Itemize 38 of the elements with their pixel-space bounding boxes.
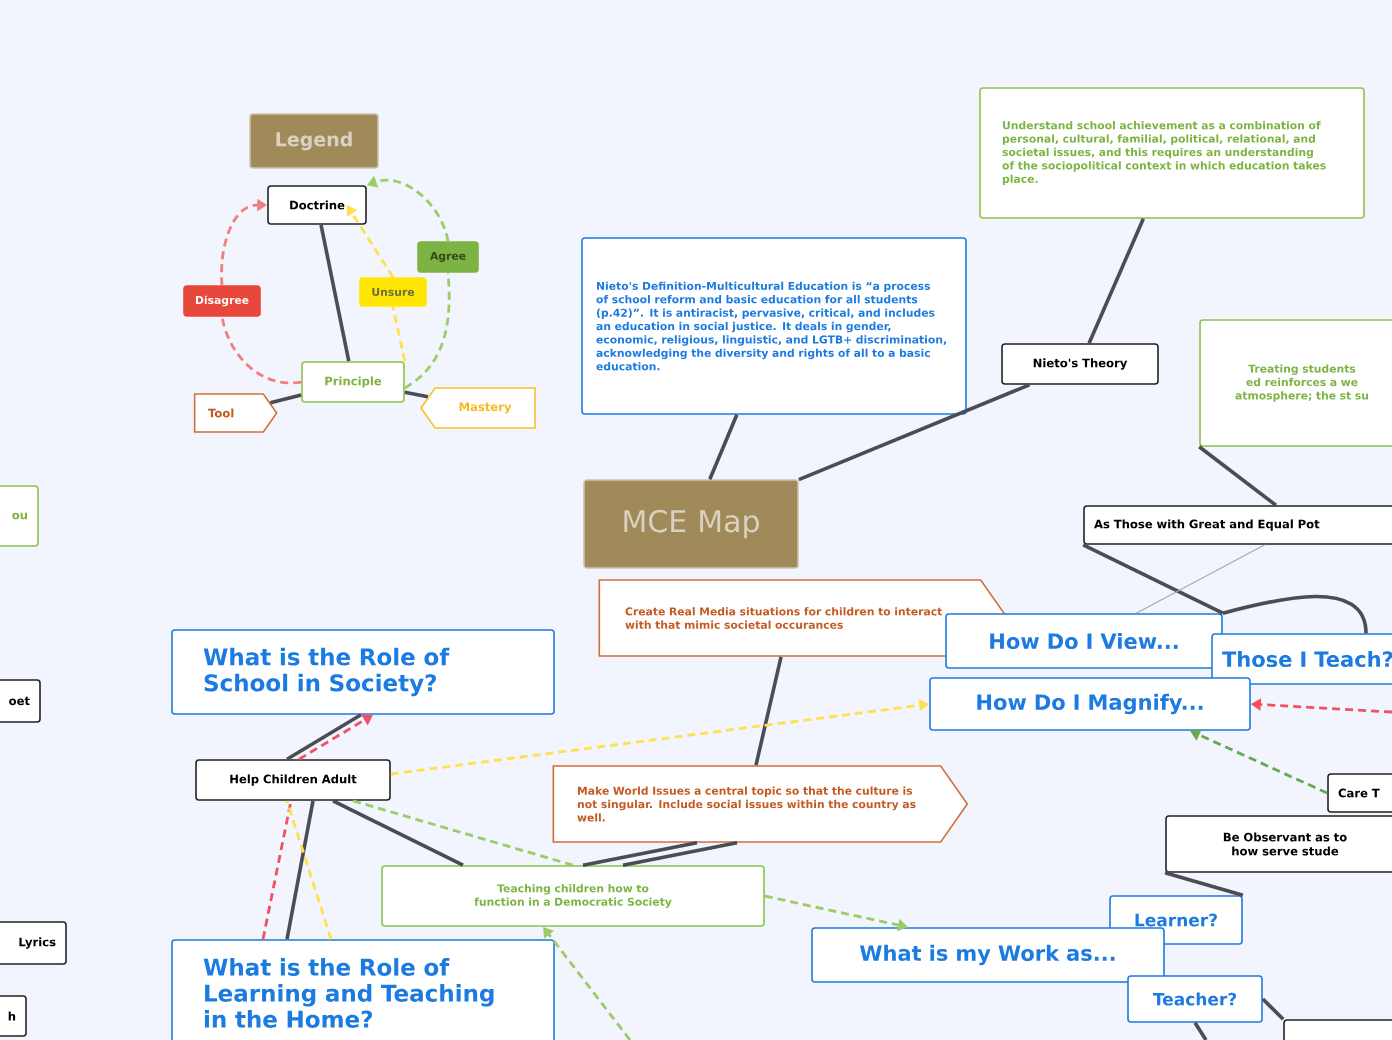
connector-line (1082, 543, 1224, 615)
connector-line (1193, 1021, 1208, 1040)
connector-line (754, 656, 783, 766)
question-box: How Do I Magnify... (929, 677, 1251, 731)
connector-line (286, 713, 362, 761)
title-box: Legend (249, 113, 379, 169)
question-box: How Do I View... (945, 613, 1223, 669)
connector-line (708, 414, 739, 480)
question-box: What is the Role of School in Society? (171, 629, 555, 715)
connector-line (622, 841, 738, 867)
connector-line (391, 306, 407, 362)
empty-box (1283, 1019, 1392, 1040)
arrow (346, 205, 395, 278)
arrow (1190, 729, 1328, 795)
connector-line (352, 799, 574, 867)
arrow (298, 714, 373, 761)
connector-line (1164, 871, 1244, 897)
question-box: Those I Teach? (1211, 633, 1392, 685)
question-box: Teacher? (1127, 975, 1263, 1023)
connector-line (285, 800, 333, 940)
connector-line (1087, 218, 1145, 344)
connector-line (261, 800, 293, 940)
connector-line (319, 224, 351, 362)
connector-line (1222, 594, 1368, 634)
connector-line (1135, 544, 1266, 614)
connector-line (582, 841, 698, 867)
connector-line (332, 799, 464, 867)
connector-line (404, 272, 451, 390)
title-box: MCE Map (583, 479, 799, 569)
question-box: What is the Role of Learning and Teaching in the Home? (171, 939, 555, 1040)
connector-line (1198, 445, 1278, 507)
question-box: What is my Work as... (811, 927, 1165, 983)
connector-line (285, 800, 315, 940)
connector-line (1261, 997, 1285, 1021)
connector-line (798, 383, 1031, 482)
connector-line (404, 390, 429, 399)
connector-line (269, 393, 302, 405)
connector-line (220, 316, 302, 385)
